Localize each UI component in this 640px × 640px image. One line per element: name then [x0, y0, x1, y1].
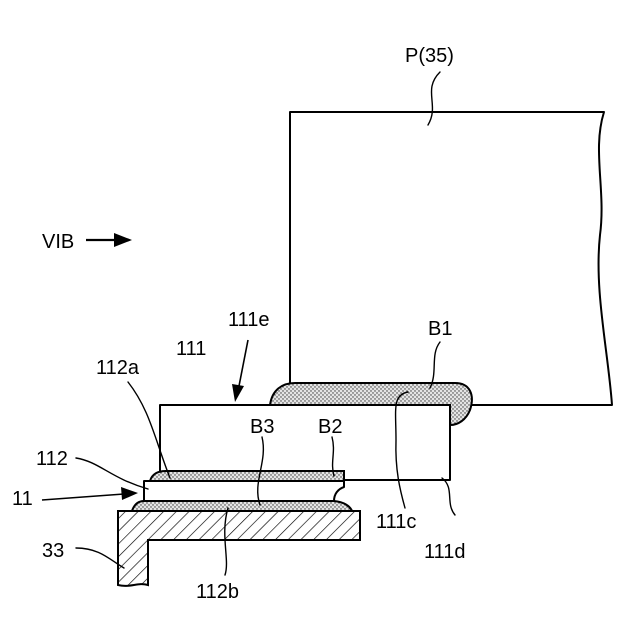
label-111e: 111e — [228, 309, 270, 331]
leader-112 — [76, 458, 148, 489]
leader-p35 — [428, 72, 440, 125]
leader-33 — [76, 548, 124, 568]
arrow-111e — [232, 340, 248, 402]
label-112b: 112b — [196, 581, 239, 603]
arrow-vib — [86, 233, 132, 247]
panel-p — [290, 112, 612, 405]
label-b3: B3 — [250, 416, 274, 438]
label-111: 111 — [176, 338, 206, 360]
bonding-b2 — [150, 471, 344, 481]
component-111 — [160, 405, 450, 480]
arrow-11 — [42, 487, 138, 500]
label-b2: B2 — [318, 416, 342, 438]
bonding-b3 — [132, 501, 352, 511]
base-33 — [118, 511, 360, 586]
label-111c: 111c — [376, 511, 416, 533]
label-33: 33 — [42, 540, 64, 562]
leader-112a — [128, 382, 170, 478]
label-111d: 111d — [424, 541, 466, 563]
label-11: 11 — [12, 488, 33, 510]
label-112a: 112a — [96, 357, 140, 379]
component-112 — [144, 481, 344, 501]
leader-b1 — [430, 342, 440, 388]
leader-111d — [442, 478, 455, 515]
leader-111c — [396, 392, 408, 508]
label-p35: P(35) — [405, 45, 454, 67]
label-112: 112 — [36, 448, 68, 470]
label-vib: VIB — [42, 231, 74, 253]
label-b1: B1 — [428, 318, 452, 340]
